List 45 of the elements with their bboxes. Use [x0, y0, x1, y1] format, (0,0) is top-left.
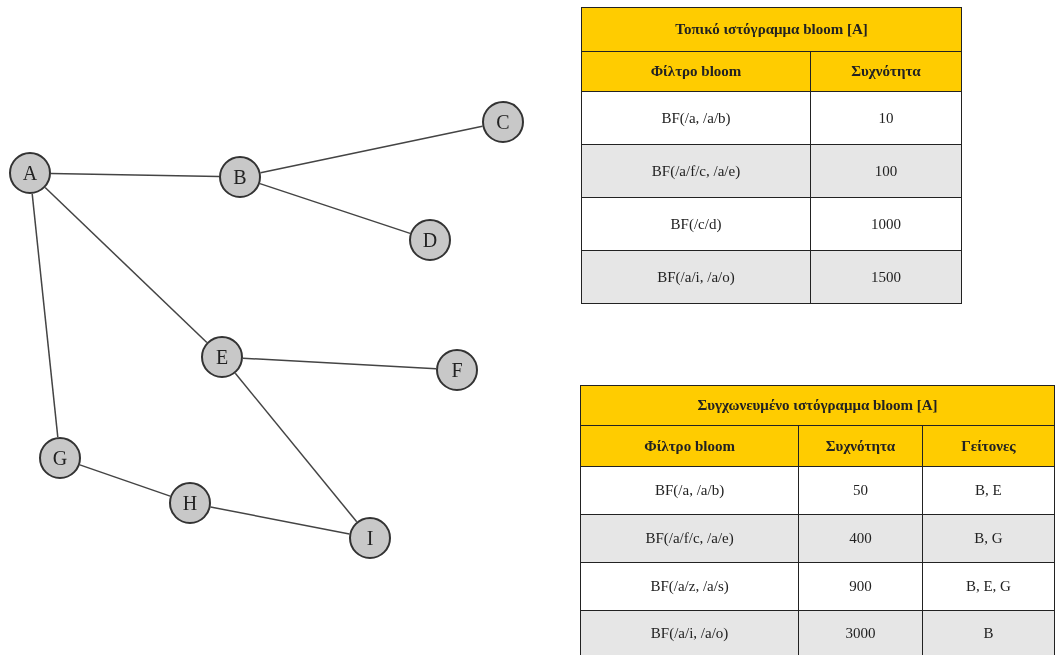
table-cell: BF(/a/f/c, /a/e): [581, 144, 811, 198]
edge-line: [259, 182, 411, 235]
table-cell: B, E, G: [922, 562, 1055, 611]
edge-line: [209, 506, 351, 535]
table-cell: 3000: [798, 610, 923, 655]
table-cell: 900: [798, 562, 923, 611]
header-cell: Φίλτρο bloom: [580, 425, 799, 467]
header-cell: Φίλτρο bloom: [581, 51, 811, 92]
graph-node: I: [349, 517, 391, 559]
edge-line: [234, 372, 358, 523]
table-title: Τοπικό ιστόγραμμα bloom [A]: [581, 7, 962, 52]
table-cell: BF(/c/d): [581, 197, 811, 251]
graph-node: D: [409, 219, 451, 261]
table-cell: 400: [798, 514, 923, 563]
header-cell: Γείτονες: [922, 425, 1055, 467]
graph-node: H: [169, 482, 211, 524]
edge-line: [31, 193, 59, 438]
graph-node: B: [219, 156, 261, 198]
edge-line: [259, 125, 484, 174]
table-title: Συγχωνευμένο ιστόγραμμα bloom [A]: [580, 385, 1055, 426]
edge-line: [50, 172, 220, 178]
graph-node: A: [9, 152, 51, 194]
table-cell: 50: [798, 466, 923, 515]
table-cell: 1000: [810, 197, 962, 251]
table-cell: B, E: [922, 466, 1055, 515]
header-cell: Συχνότητα: [810, 51, 962, 92]
table-cell: 1500: [810, 250, 962, 304]
graph-node: F: [436, 349, 478, 391]
edge-line: [79, 464, 171, 497]
table-cell: B, G: [922, 514, 1055, 563]
table-cell: BF(/a/f/c, /a/e): [580, 514, 799, 563]
table-cell: B: [922, 610, 1055, 655]
graph-node: C: [482, 101, 524, 143]
header-cell: Συχνότητα: [798, 425, 923, 467]
table-cell: BF(/a/z, /a/s): [580, 562, 799, 611]
edge-line: [44, 186, 208, 344]
graph-node: E: [201, 336, 243, 378]
graph-node: G: [39, 437, 81, 479]
table-cell: 10: [810, 91, 962, 145]
table-cell: BF(/a/i, /a/o): [581, 250, 811, 304]
table-cell: BF(/a/i, /a/o): [580, 610, 799, 655]
edge-line: [242, 357, 437, 370]
table-cell: BF(/a, /a/b): [581, 91, 811, 145]
table-cell: 100: [810, 144, 962, 198]
table-cell: BF(/a, /a/b): [580, 466, 799, 515]
